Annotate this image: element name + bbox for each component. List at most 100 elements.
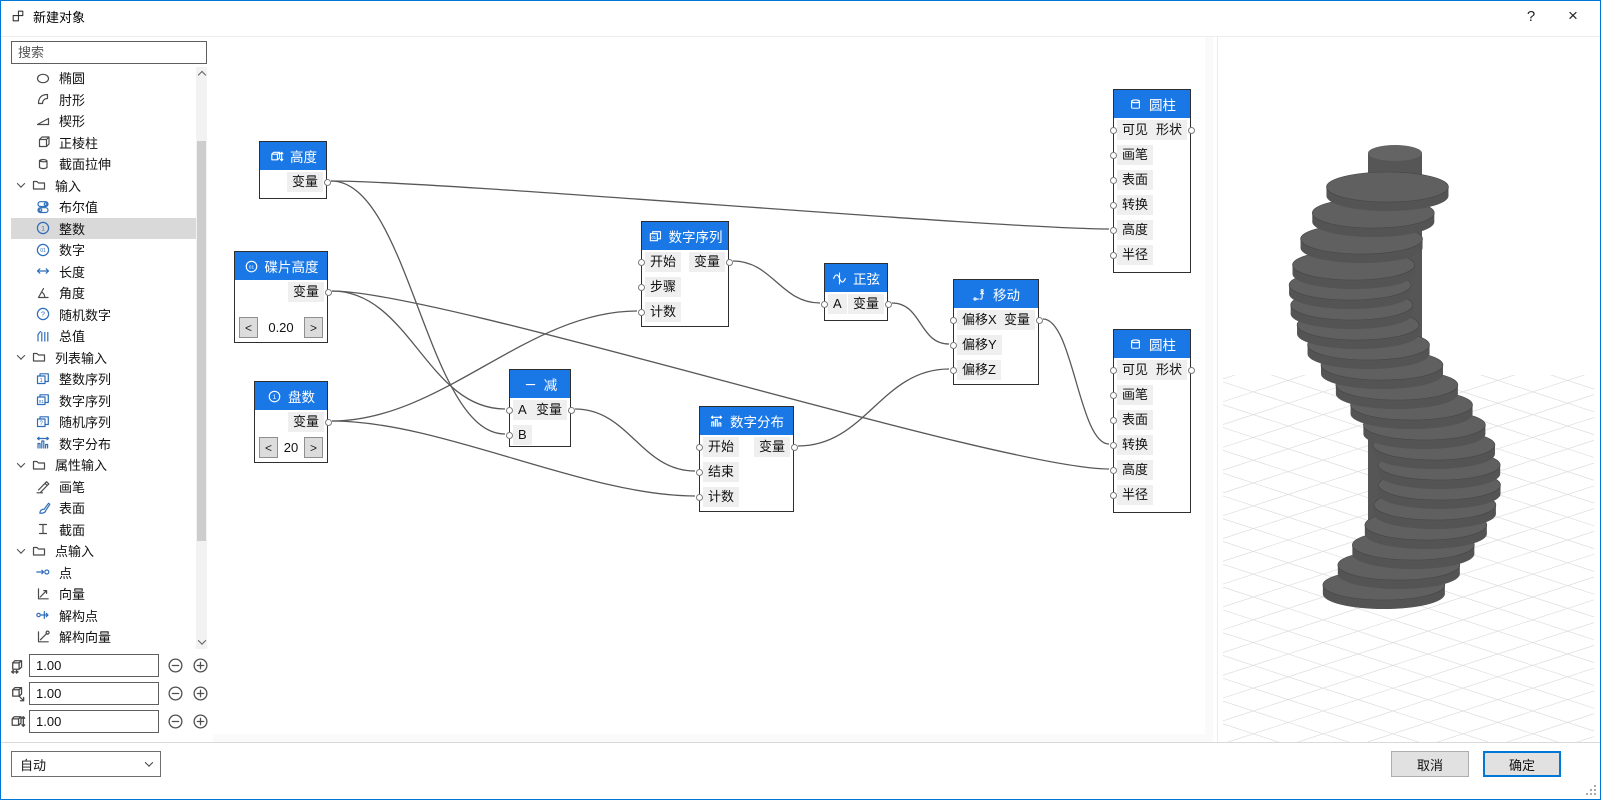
wire[interactable] xyxy=(330,180,506,435)
ok-button[interactable]: 确定 xyxy=(1483,751,1561,777)
input-port[interactable] xyxy=(1109,252,1117,259)
sidebar-item-angle[interactable]: 角度 xyxy=(11,282,207,304)
input-port[interactable] xyxy=(949,342,957,349)
sidebar-item-random-number[interactable]: ?随机数字 xyxy=(11,304,207,326)
sidebar-item-surface[interactable]: 表面 xyxy=(11,497,207,519)
wire[interactable] xyxy=(574,408,696,472)
decrement-button[interactable] xyxy=(167,657,184,674)
step-up-button[interactable]: > xyxy=(304,437,323,458)
stepper-value[interactable]: 20 xyxy=(283,440,299,455)
sidebar-item-vector[interactable]: 向量 xyxy=(11,583,207,605)
canvas-vscrollbar[interactable] xyxy=(1205,37,1213,742)
wire[interactable] xyxy=(331,290,506,410)
sidebar-item-length[interactable]: 长度 xyxy=(11,261,207,283)
output-port[interactable] xyxy=(323,179,331,186)
output-port[interactable] xyxy=(790,444,798,451)
depth-field[interactable] xyxy=(29,681,159,705)
output-port[interactable] xyxy=(725,259,733,266)
input-port[interactable] xyxy=(1109,442,1117,449)
input-port[interactable] xyxy=(505,407,513,414)
sidebar-item-prism[interactable]: 正棱柱 xyxy=(11,132,207,154)
input-port[interactable] xyxy=(695,444,703,451)
sidebar-item-wedge[interactable]: 楔形 xyxy=(11,110,207,132)
output-port[interactable] xyxy=(324,289,332,296)
resize-grip-icon[interactable] xyxy=(1586,785,1596,795)
wire[interactable] xyxy=(331,310,638,422)
input-port[interactable] xyxy=(1109,127,1117,134)
close-button[interactable]: × xyxy=(1568,6,1578,25)
input-port[interactable] xyxy=(637,309,645,316)
wire[interactable] xyxy=(797,368,950,447)
scroll-down-icon[interactable] xyxy=(196,634,207,649)
input-port[interactable] xyxy=(1109,467,1117,474)
sidebar-scrollbar[interactable] xyxy=(196,67,207,649)
node-header[interactable]: 正弦 xyxy=(825,264,887,292)
input-port[interactable] xyxy=(949,367,957,374)
sidebar-item-deconstruct-point[interactable]: 解构点 xyxy=(11,605,207,627)
sidebar-item-folder[interactable]: 点输入 xyxy=(11,540,207,562)
output-port[interactable] xyxy=(1187,127,1195,134)
chevron-down-icon[interactable] xyxy=(16,545,26,554)
stepper-value[interactable]: 0.20 xyxy=(268,320,294,335)
output-port[interactable] xyxy=(567,407,575,414)
wire[interactable] xyxy=(732,260,821,304)
node-header[interactable]: 圆柱 xyxy=(1114,90,1190,118)
decrement-button[interactable] xyxy=(167,685,184,702)
chevron-down-icon[interactable] xyxy=(16,351,26,361)
sidebar-item-folder[interactable]: 输入 xyxy=(11,175,207,197)
increment-button[interactable] xyxy=(192,657,209,674)
node-height[interactable]: 高度变量 xyxy=(259,141,331,199)
decrement-button[interactable] xyxy=(167,713,184,730)
input-port[interactable] xyxy=(637,259,645,266)
output-port[interactable] xyxy=(324,419,332,426)
sidebar-item-deconstruct-vector[interactable]: 解构向量 xyxy=(11,626,207,648)
preview-3d-viewport[interactable] xyxy=(1223,37,1594,742)
input-port[interactable] xyxy=(1109,392,1117,399)
output-port[interactable] xyxy=(1035,317,1043,324)
sidebar-item-section[interactable]: 截面 xyxy=(11,519,207,541)
sidebar-item-distribution[interactable]: 数字分布 xyxy=(11,433,207,455)
wire[interactable] xyxy=(331,420,696,497)
canvas-hscrollbar[interactable] xyxy=(213,734,1213,742)
increment-button[interactable] xyxy=(192,685,209,702)
input-port[interactable] xyxy=(1109,367,1117,374)
input-port[interactable] xyxy=(505,432,513,439)
scroll-up-icon[interactable] xyxy=(196,67,207,82)
mode-dropdown[interactable]: 自动 xyxy=(11,751,161,777)
input-port[interactable] xyxy=(695,494,703,501)
wire[interactable] xyxy=(331,290,1110,470)
node-header[interactable]: 移动 xyxy=(954,280,1038,308)
node-header[interactable]: 高度 xyxy=(260,142,326,170)
input-port[interactable] xyxy=(1109,492,1117,499)
wire[interactable] xyxy=(330,180,1110,230)
sidebar-item-ellipse[interactable]: 椭圆 xyxy=(11,67,207,89)
height-field[interactable] xyxy=(29,709,159,733)
input-port[interactable] xyxy=(1109,202,1117,209)
wire[interactable] xyxy=(891,302,950,345)
help-button[interactable]: ? xyxy=(1526,7,1536,25)
step-down-button[interactable]: < xyxy=(259,437,278,458)
sidebar-item-folder[interactable]: 列表输入 xyxy=(11,347,207,369)
step-down-button[interactable]: < xyxy=(239,317,258,338)
input-port[interactable] xyxy=(1109,177,1117,184)
node-cylinder1[interactable]: 圆柱可见形状画笔表面转换高度半径 xyxy=(1109,89,1195,273)
output-port[interactable] xyxy=(1187,367,1195,374)
sidebar-item-pen[interactable]: 画笔 xyxy=(11,476,207,498)
chevron-down-icon[interactable] xyxy=(16,179,26,189)
width-field[interactable] xyxy=(29,653,159,677)
input-port[interactable] xyxy=(820,301,828,308)
input-port[interactable] xyxy=(637,284,645,291)
input-port[interactable] xyxy=(1109,227,1117,234)
